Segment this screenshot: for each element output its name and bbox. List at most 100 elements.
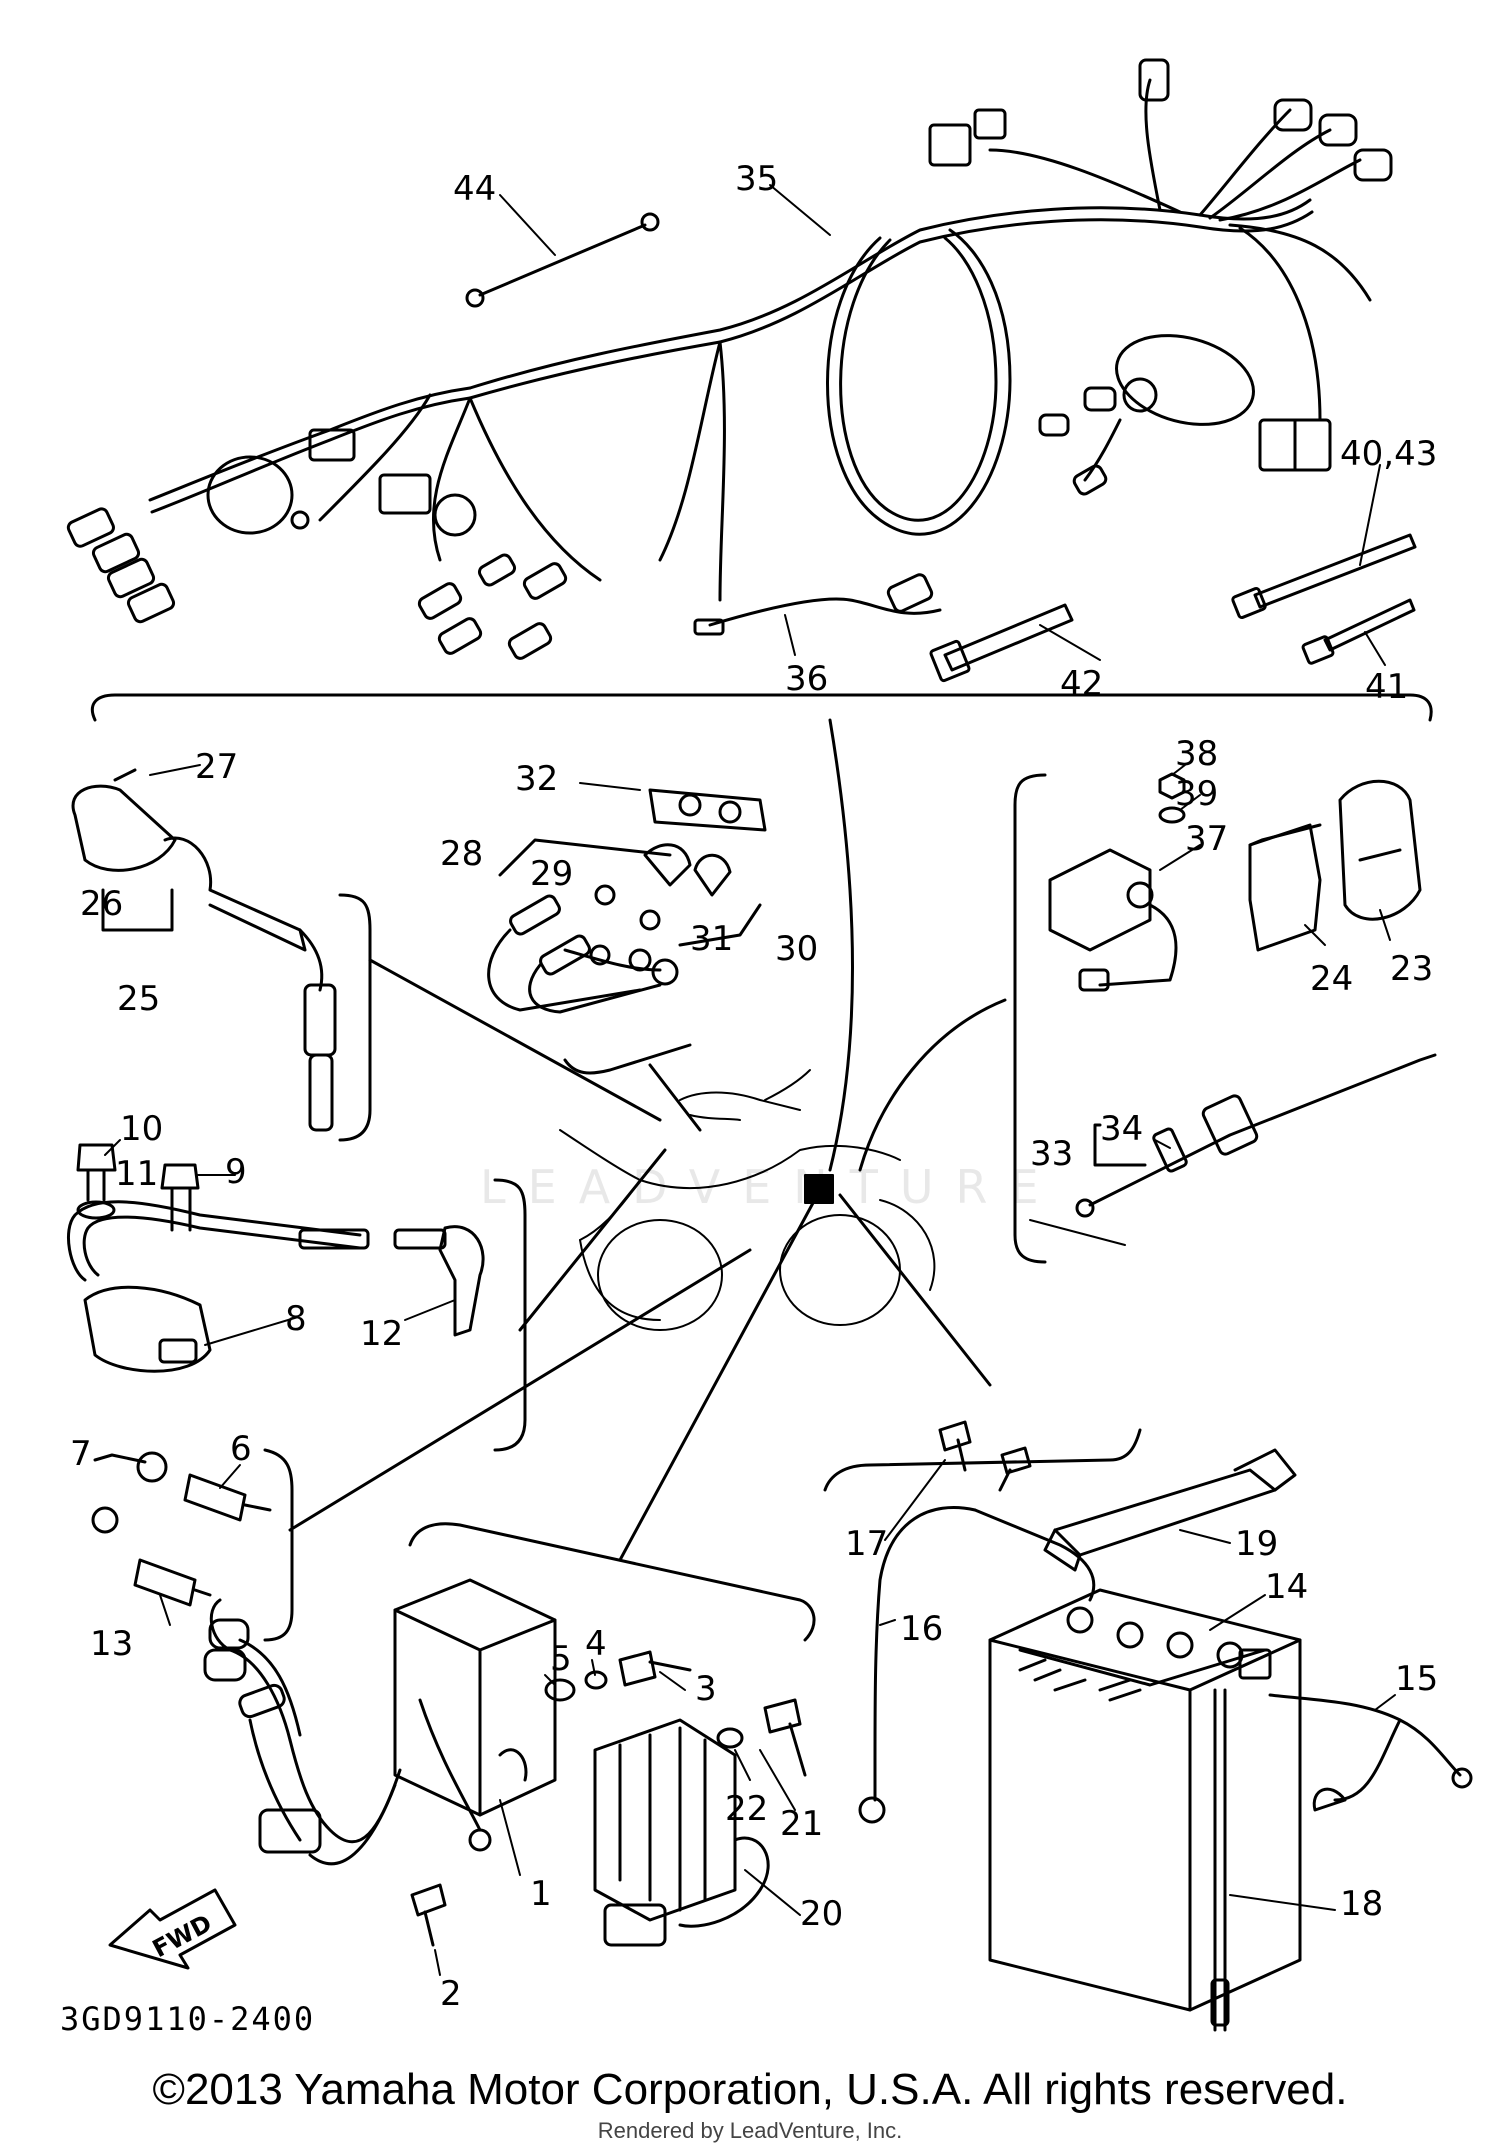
speed-sensor-33	[1075, 1053, 1437, 1218]
band-41	[1301, 598, 1416, 665]
bracket-sensors	[263, 1448, 294, 1642]
label-20: 20	[800, 1894, 843, 1934]
label-8: 8	[285, 1299, 307, 1339]
label-33: 33	[1030, 1134, 1073, 1174]
washer-5	[544, 1678, 576, 1702]
rendered-by-note: Rendered by LeadVenture, Inc.	[597, 2118, 903, 2143]
diagram-code: 3GD9110-2400	[60, 2000, 315, 2038]
leader-lines	[104, 184, 1396, 1976]
bolt-2	[410, 1883, 447, 1947]
ground-lead-44	[465, 212, 660, 308]
label-25: 25	[117, 979, 160, 1019]
label-31: 31	[690, 919, 733, 959]
bracket-25-26	[101, 888, 174, 932]
sensor-13	[133, 1558, 212, 1607]
gasket-32	[648, 788, 767, 832]
rectifier-20	[593, 1718, 770, 1947]
label-44: 44	[453, 169, 496, 209]
washer-7b	[91, 1506, 119, 1534]
label-39: 39	[1175, 774, 1218, 814]
copyright-notice: ©2013 Yamaha Motor Corporation, U.S.A. A…	[152, 2065, 1348, 2114]
bolt-17b	[998, 1446, 1032, 1492]
ignition-coil-8	[66, 1200, 485, 1373]
label-6: 6	[230, 1429, 252, 1469]
bolt-10	[76, 1143, 117, 1202]
watermark: LEADVENTURE	[480, 1160, 1061, 1214]
bracket-cap	[338, 893, 372, 1142]
label-9: 9	[225, 1152, 247, 1192]
relay-cover-23	[1338, 779, 1422, 921]
label-16: 16	[900, 1609, 943, 1649]
label-17: 17	[845, 1524, 888, 1564]
label-1: 1	[530, 1874, 552, 1914]
label-24: 24	[1310, 959, 1353, 999]
bracket-relays	[1013, 773, 1047, 1264]
label-38: 38	[1175, 734, 1218, 774]
fwd-arrow	[108, 1888, 237, 1970]
pointer-lines	[288, 718, 1007, 1562]
label-5: 5	[550, 1639, 572, 1679]
label-2: 2	[440, 1974, 462, 2014]
band-42	[929, 603, 1074, 683]
label-4: 4	[585, 1624, 607, 1664]
sensor-6	[183, 1473, 272, 1522]
washer-22	[716, 1727, 744, 1749]
bolt-17a	[938, 1420, 972, 1472]
vehicle-silhouette	[559, 1069, 936, 1331]
bolt-9	[160, 1163, 200, 1232]
label-12: 12	[360, 1314, 403, 1354]
washer-4	[584, 1670, 608, 1690]
label-40-43: 40,43	[1340, 434, 1437, 474]
label-22: 22	[725, 1789, 768, 1829]
relay-24	[1248, 823, 1322, 952]
starter-relay-37	[1048, 848, 1178, 992]
label-36: 36	[785, 659, 828, 699]
label-18: 18	[1340, 1884, 1383, 1924]
label-13: 13	[90, 1624, 133, 1664]
bracket-30-31	[678, 903, 762, 947]
bolt-21	[763, 1698, 807, 1777]
label-10: 10	[120, 1109, 163, 1149]
label-34: 34	[1100, 1109, 1143, 1149]
cdi-unit-1	[393, 1578, 557, 1817]
bracket-battery	[823, 1428, 1142, 1492]
label-27: 27	[195, 747, 238, 787]
bracket-33-34	[1093, 1123, 1147, 1167]
label-15: 15	[1395, 1659, 1438, 1699]
harness-bracket	[90, 693, 1433, 722]
bracket-coil	[493, 1178, 527, 1452]
label-23: 23	[1390, 949, 1433, 989]
lead-36	[693, 597, 942, 636]
bracket-28	[498, 838, 672, 877]
label-30: 30	[775, 929, 818, 969]
bolt-3	[618, 1650, 692, 1687]
switch-assembly-28-31	[487, 843, 732, 1014]
bracket-7	[93, 1453, 147, 1464]
label-29: 29	[530, 854, 573, 894]
battery-lead-15	[1268, 1693, 1473, 1812]
washer-11	[76, 1200, 116, 1220]
label-7: 7	[70, 1434, 92, 1474]
band-40-43	[1231, 533, 1417, 620]
label-42: 42	[1060, 664, 1103, 704]
label-35: 35	[735, 159, 778, 199]
label-19: 19	[1235, 1524, 1278, 1564]
battery-lead-16	[858, 1506, 1096, 1824]
label-3: 3	[695, 1669, 717, 1709]
cdi-wiring	[203, 1598, 492, 1866]
label-14: 14	[1265, 1567, 1308, 1607]
label-21: 21	[780, 1804, 823, 1844]
washer-39	[1158, 806, 1186, 824]
breather-hose-18	[1210, 1688, 1230, 2032]
label-32: 32	[515, 759, 558, 799]
plug-cap-assembly	[71, 768, 337, 1132]
wire-harness	[66, 58, 1393, 660]
battery-14	[988, 1588, 1302, 2012]
bracket-cdi	[408, 1522, 816, 1642]
label-28: 28	[440, 834, 483, 874]
label-37: 37	[1185, 819, 1228, 859]
label-11: 11	[115, 1154, 158, 1194]
bracket-switch	[563, 1043, 692, 1075]
label-26: 26	[80, 884, 123, 924]
